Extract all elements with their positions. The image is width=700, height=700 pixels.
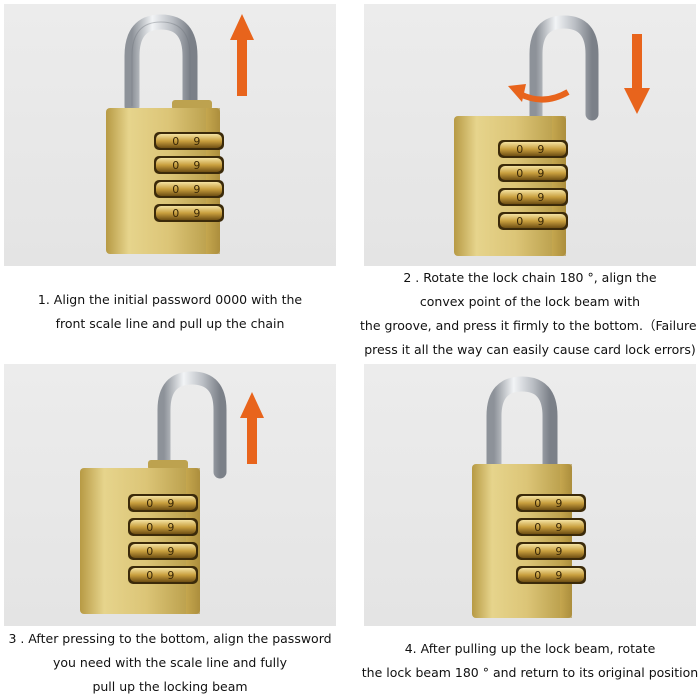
caption-line: front scale line and pull up the chain: [55, 316, 285, 331]
step-2-image: 0 9 0 9 0 9 0 9: [364, 4, 696, 266]
step-2-caption: 2 . Rotate the lock chain 180 °, align t…: [360, 266, 700, 362]
down-arrow-icon: [624, 34, 650, 114]
caption-line: 3 . After pressing to the bottom, align …: [8, 631, 332, 646]
dial-digit: 0: [516, 215, 523, 228]
dial-digit: 9: [167, 545, 174, 558]
dial-digit: 9: [555, 545, 562, 558]
dial-digit: 9: [193, 135, 200, 148]
caption-line: the lock beam 180 ° and return to its or…: [361, 665, 699, 680]
dial-digit: 0: [146, 497, 153, 510]
padlock-closed-icon: 0 9 0 9 0 9 0 9: [472, 376, 586, 618]
caption-line: pull up the locking beam: [92, 679, 248, 694]
dial-digit: 0: [534, 569, 541, 582]
up-arrow-icon: [230, 14, 254, 96]
caption-line: 1. Align the initial password 0000 with …: [37, 292, 303, 307]
step-3-caption: 3 . After pressing to the bottom, align …: [0, 627, 340, 699]
padlock-open-icon: 0 9 0 9 0 9 0 9: [80, 371, 227, 614]
step-1-image: 0 9 0 9 0 9 0 9: [4, 4, 336, 266]
dial-digit: 9: [167, 521, 174, 534]
dial-digit: 9: [193, 183, 200, 196]
padlock-open-icon: 0 9 0 9 0 9 0 9: [106, 14, 224, 254]
dial-digit: 0: [172, 183, 179, 196]
dial-digit: 9: [555, 497, 562, 510]
dial-digit: 9: [537, 215, 544, 228]
dial-digit: 9: [167, 497, 174, 510]
dial-digit: 0: [172, 159, 179, 172]
dial-digit: 0: [172, 135, 179, 148]
padlock-open-icon: 0 9 0 9 0 9 0 9: [454, 15, 599, 256]
dial-digit: 9: [537, 167, 544, 180]
dial-digit: 0: [534, 497, 541, 510]
rotate-arrow-icon: [508, 84, 570, 103]
dial-digit: 0: [146, 569, 153, 582]
step-1-caption: 1. Align the initial password 0000 with …: [0, 288, 340, 336]
caption-line: you need with the scale line and fully: [52, 655, 287, 670]
dial-digit: 0: [172, 207, 179, 220]
dial-digit: 9: [193, 207, 200, 220]
step-4-caption: 4. After pulling up the lock beam, rotat…: [360, 637, 700, 685]
dial-digit: 9: [537, 143, 544, 156]
dial-digit: 9: [193, 159, 200, 172]
dial-digit: 0: [516, 191, 523, 204]
up-arrow-icon: [240, 392, 264, 464]
dial-digit: 0: [516, 143, 523, 156]
dial-digit: 9: [167, 569, 174, 582]
dial-digit: 9: [537, 191, 544, 204]
caption-line: convex point of the lock beam with: [419, 294, 641, 309]
caption-line: 2 . Rotate the lock chain 180 °, align t…: [403, 270, 657, 285]
dial-digit: 9: [555, 569, 562, 582]
step-3-image: 0 9 0 9 0 9 0 9: [4, 364, 336, 626]
dial-digit: 0: [146, 545, 153, 558]
dial-digit: 0: [534, 545, 541, 558]
caption-line: 4. After pulling up the lock beam, rotat…: [404, 641, 656, 656]
dial-digit: 0: [146, 521, 153, 534]
caption-line: the groove, and press it firmly to the b…: [360, 318, 700, 333]
dial-digit: 0: [516, 167, 523, 180]
dial-digit: 9: [555, 521, 562, 534]
caption-line: press it all the way can easily cause ca…: [364, 342, 696, 357]
dial-digit: 0: [534, 521, 541, 534]
step-4-image: 0 9 0 9 0 9 0 9: [364, 364, 696, 626]
